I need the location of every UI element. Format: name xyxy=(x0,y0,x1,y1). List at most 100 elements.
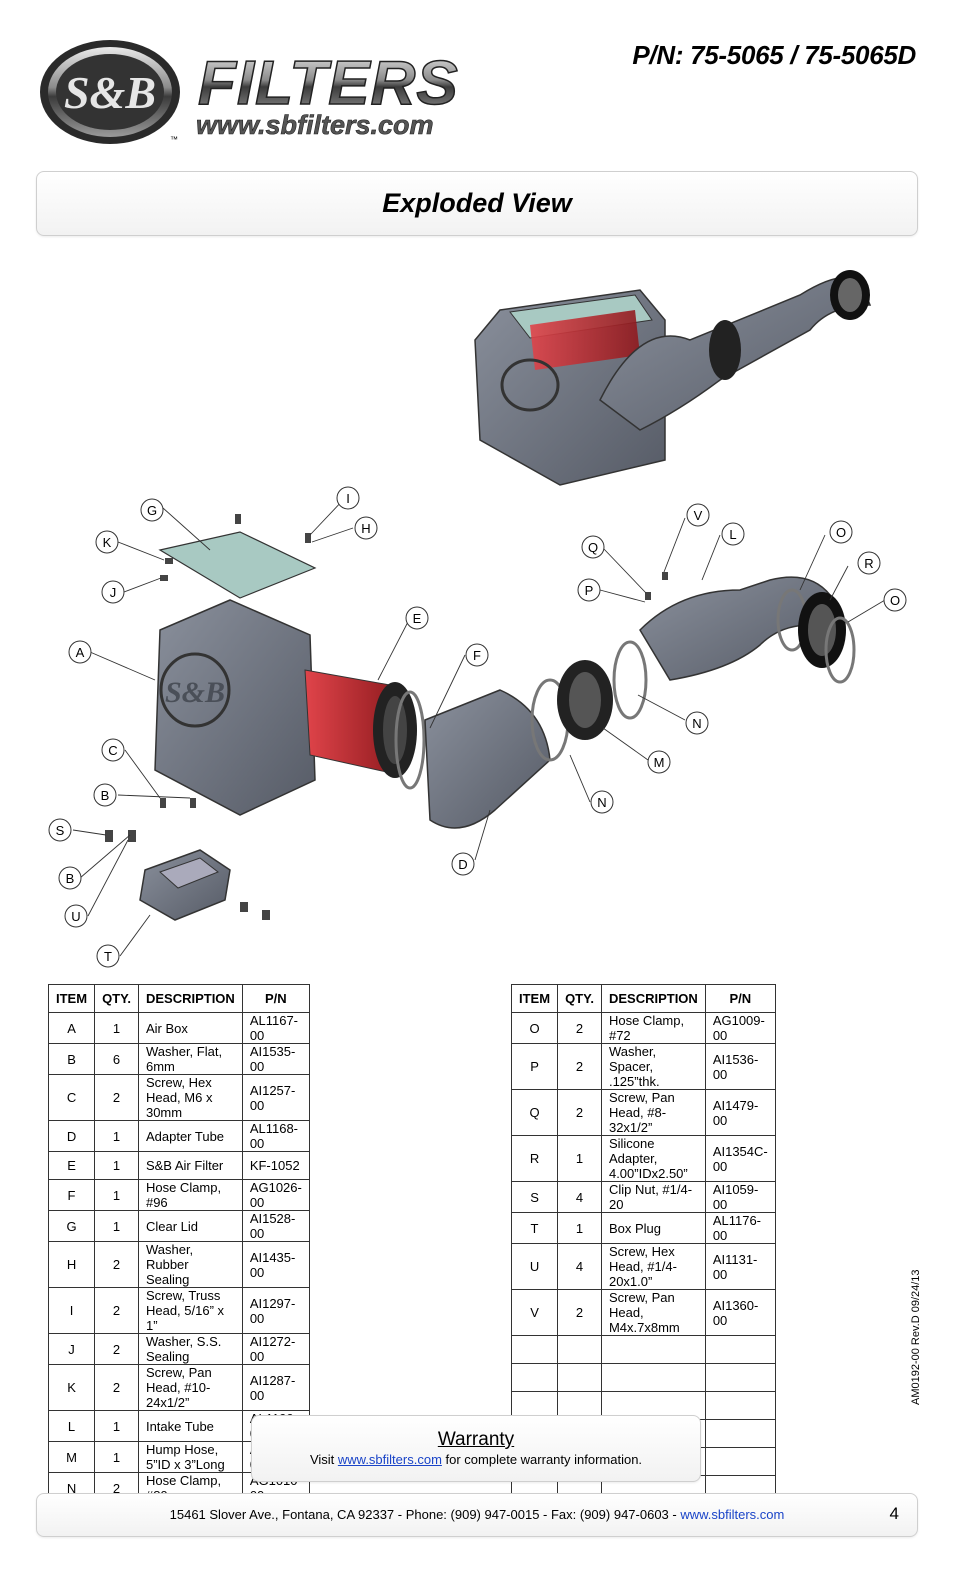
cell-qty: 2 xyxy=(94,1364,139,1411)
cell-qty xyxy=(557,1363,602,1392)
cell-item xyxy=(510,1335,559,1364)
callout-bubbles: G I H K J A E F C B S B U T D N M N Q P … xyxy=(48,486,907,968)
cell-pn: AI1287-00 xyxy=(241,1364,310,1411)
warranty-panel: Warranty Visit www.sbfilters.com for com… xyxy=(251,1415,701,1482)
footer-address-text: 15461 Slover Ave., Fontana, CA 92337 - P… xyxy=(169,1507,681,1522)
cell-item: S xyxy=(510,1181,559,1213)
part-number: P/N: 75-5065 / 75-5065D xyxy=(632,40,916,70)
assembled-intake xyxy=(474,270,872,486)
cell-qty: 6 xyxy=(94,1043,139,1075)
cell-pn: AI1297-00 xyxy=(241,1287,310,1334)
cell-qty: 2 xyxy=(94,1241,139,1288)
callout-letter: I xyxy=(346,491,350,506)
col-qty: QTY. xyxy=(94,984,139,1013)
cell-qty: 4 xyxy=(557,1243,602,1290)
footer-link[interactable]: www.sbfilters.com xyxy=(680,1507,785,1522)
warranty-link[interactable]: www.sbfilters.com xyxy=(337,1452,442,1467)
cell-item: A xyxy=(47,1012,96,1044)
cell-pn: AI1536-00 xyxy=(704,1043,776,1090)
footer-address: 15461 Slover Ave., Fontana, CA 92337 - P… xyxy=(37,1507,917,1522)
cell-description: Clip Nut, #1/4-20 xyxy=(600,1181,706,1213)
logo-url: www.sbfilters.com xyxy=(196,110,434,140)
col-item: ITEM xyxy=(47,984,96,1013)
cell-qty: 2 xyxy=(94,1287,139,1334)
cell-pn: AI1131-00 xyxy=(704,1243,776,1290)
warranty-post: for complete warranty information. xyxy=(441,1452,643,1467)
callout-letter: T xyxy=(104,949,112,964)
air-box: S&B xyxy=(154,599,316,816)
callout-letter: H xyxy=(361,521,370,536)
hardware-screws xyxy=(105,514,668,920)
cell-item: B xyxy=(47,1043,96,1075)
callout-letter: P xyxy=(585,583,594,598)
cell-pn: AI1479-00 xyxy=(704,1089,776,1136)
cell-item: H xyxy=(47,1241,96,1288)
callout-letter: S xyxy=(56,823,65,838)
cell-pn: AI1360-00 xyxy=(704,1289,776,1336)
svg-text:S&B: S&B xyxy=(165,676,225,709)
cell-pn xyxy=(704,1363,776,1392)
cell-description: Washer, Rubber Sealing xyxy=(137,1241,243,1288)
cell-item: E xyxy=(47,1151,96,1180)
doc-revision: AM0192-00 Rev.D 09/24/13 xyxy=(910,1269,922,1405)
logo-trademark: ™ xyxy=(170,135,178,144)
cell-qty: 1 xyxy=(94,1210,139,1242)
callout-letter: U xyxy=(71,909,80,924)
clear-lid xyxy=(158,531,317,599)
callout-letter: N xyxy=(692,716,701,731)
callout-letter: M xyxy=(654,755,665,770)
col-description: DESCRIPTION xyxy=(137,984,243,1013)
cell-pn xyxy=(704,1419,776,1448)
cell-description: Washer, Spacer, .125”thk. xyxy=(600,1043,706,1090)
cell-description: Screw, Pan Head, #8-32x1/2” xyxy=(600,1089,706,1136)
cell-pn: AL1168-00 xyxy=(241,1120,310,1152)
cell-description: Screw, Hex Head, #1/4-20x1.0” xyxy=(600,1243,706,1290)
cell-pn: AI1257-00 xyxy=(241,1074,310,1121)
callout-letter: A xyxy=(76,645,85,660)
cell-description: Hose Clamp, #96 xyxy=(137,1179,243,1211)
cell-qty: 1 xyxy=(94,1012,139,1044)
cell-qty: 2 xyxy=(94,1333,139,1365)
cell-description: Screw, Pan Head, M4x.7x8mm xyxy=(600,1289,706,1336)
cell-description: Washer, Flat, 6mm xyxy=(137,1043,243,1075)
cell-pn xyxy=(704,1447,776,1476)
cell-item: G xyxy=(47,1210,96,1242)
cell-item: R xyxy=(510,1135,559,1182)
cell-qty: 2 xyxy=(557,1289,602,1336)
cell-qty: 1 xyxy=(94,1151,139,1180)
footer-panel: 15461 Slover Ave., Fontana, CA 92337 - P… xyxy=(36,1493,918,1537)
callout-letter: K xyxy=(103,535,112,550)
cell-item: T xyxy=(510,1212,559,1244)
cell-description: S&B Air Filter xyxy=(137,1151,243,1180)
cell-description xyxy=(600,1335,706,1364)
callout-letter: B xyxy=(66,871,75,886)
col-item: ITEM xyxy=(510,984,559,1013)
exploded-view-diagram: S&B xyxy=(48,270,907,968)
callout-letter: G xyxy=(147,503,157,518)
air-filter xyxy=(304,669,417,778)
cell-description: Air Box xyxy=(137,1012,243,1044)
callout-letter: D xyxy=(458,857,467,872)
cell-qty: 2 xyxy=(557,1089,602,1136)
cell-qty: 1 xyxy=(557,1212,602,1244)
cell-item: C xyxy=(47,1074,96,1121)
cell-qty: 1 xyxy=(94,1441,139,1473)
cell-description: Screw, Hex Head, M6 x 30mm xyxy=(137,1074,243,1121)
cell-qty: 4 xyxy=(557,1181,602,1213)
callout-letter: L xyxy=(729,527,736,542)
col-pn: P/N xyxy=(704,984,776,1013)
cell-item: K xyxy=(47,1364,96,1411)
